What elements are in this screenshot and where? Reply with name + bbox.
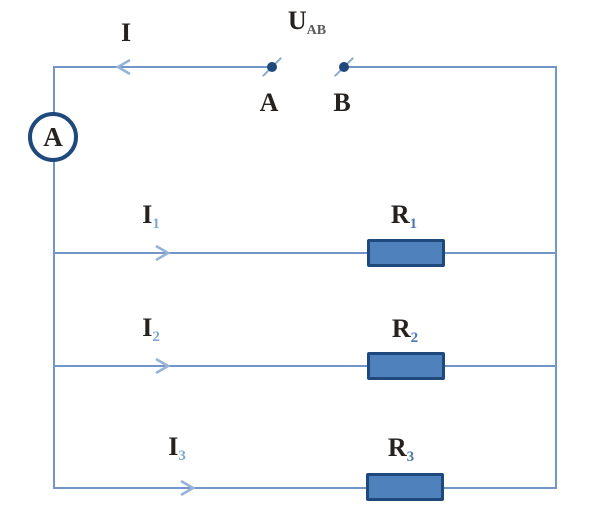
left-wire — [53, 66, 55, 489]
branch1-resistor-letter: R — [390, 200, 410, 229]
branch1-current-label: I1 — [142, 202, 160, 232]
branch3-arrow-right-icon — [180, 479, 196, 497]
branch2-resistor-label: R2 — [392, 316, 418, 346]
voltage-ab-label: UAB — [288, 8, 326, 38]
terminal-b-label: B — [333, 88, 351, 117]
branch3-resistor-letter: R — [387, 433, 407, 462]
branch1-wire — [53, 252, 557, 254]
current-arrow-left-icon — [115, 58, 131, 76]
voltage-letter: U — [287, 6, 307, 35]
ammeter-label: A — [43, 121, 63, 152]
top-wire-right-segment — [347, 66, 557, 68]
branch2-current-label: I2 — [142, 315, 160, 345]
branch1-current-letter: I — [142, 200, 153, 229]
terminal-b-node — [339, 62, 349, 72]
bottom-branch3-wire — [53, 487, 557, 489]
branch2-resistor-letter: R — [391, 314, 411, 343]
top-wire-left-segment — [53, 66, 271, 68]
branch1-current-subscript: 1 — [152, 216, 160, 232]
branch2-current-subscript: 2 — [152, 329, 160, 345]
voltage-subscript: AB — [306, 23, 327, 38]
branch3-resistor-subscript: 3 — [406, 449, 415, 465]
resistor-r1 — [367, 239, 445, 267]
branch2-current-letter: I — [142, 313, 153, 342]
branch3-current-letter: I — [168, 432, 179, 461]
branch2-arrow-right-icon — [155, 357, 171, 375]
ammeter: A — [28, 112, 78, 162]
branch3-current-label: I3 — [168, 434, 186, 464]
branch1-arrow-right-icon — [155, 244, 171, 262]
branch3-resistor-label: R3 — [388, 435, 414, 465]
right-wire — [555, 66, 557, 489]
branch2-resistor-subscript: 2 — [410, 330, 419, 346]
branch1-resistor-label: R1 — [391, 202, 417, 232]
terminal-a-node — [267, 62, 277, 72]
main-current-letter: I — [120, 18, 132, 47]
branch1-resistor-subscript: 1 — [409, 216, 418, 232]
branch3-current-subscript: 3 — [178, 448, 186, 464]
resistor-r3 — [366, 473, 444, 501]
resistor-r2 — [367, 352, 445, 380]
branch2-wire — [53, 365, 557, 367]
terminal-a-label: A — [259, 88, 279, 117]
main-current-label: I — [121, 20, 131, 50]
